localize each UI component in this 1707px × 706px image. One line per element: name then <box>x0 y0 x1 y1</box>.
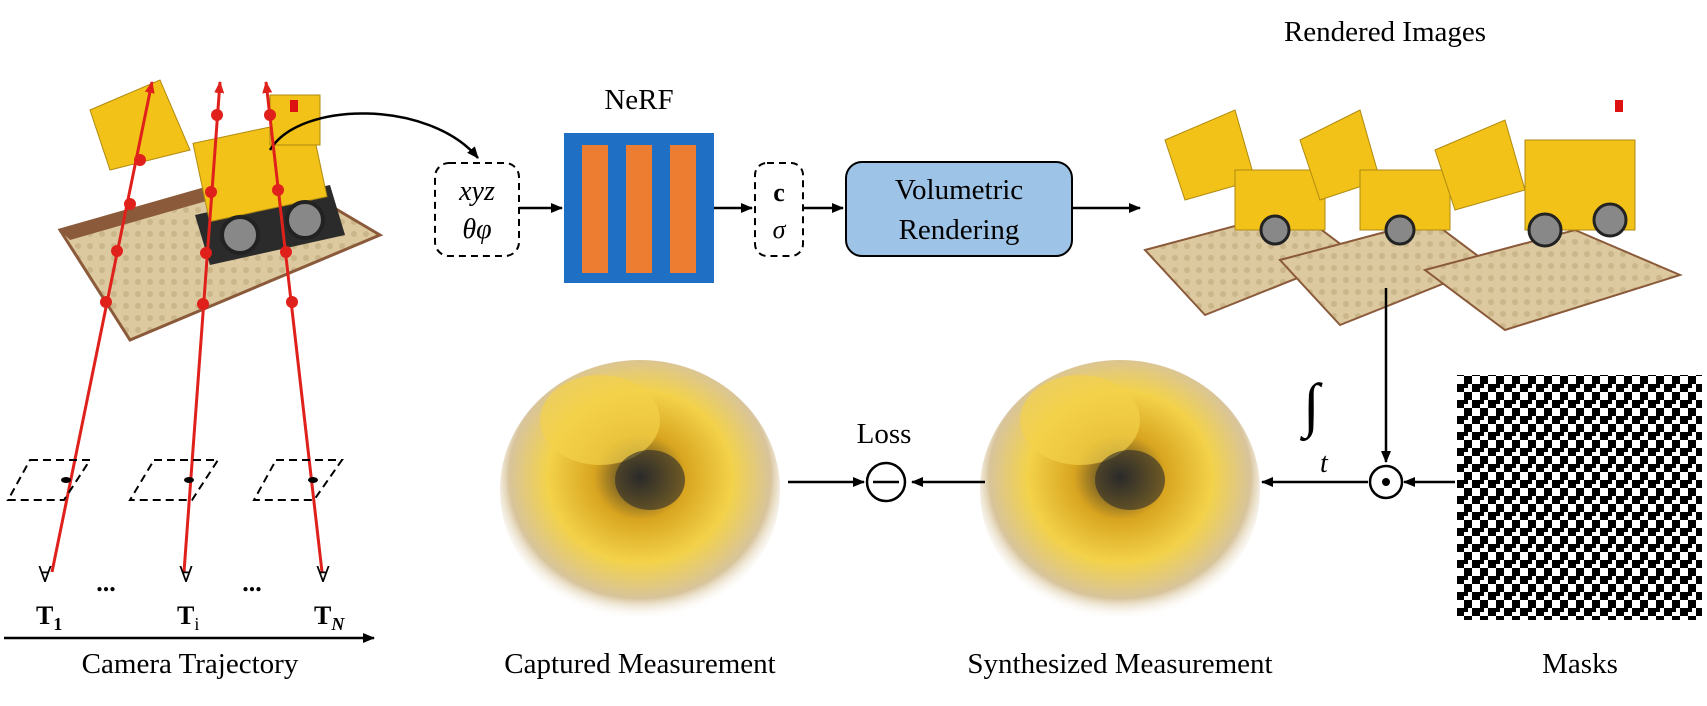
input-coords-label: xyz <box>459 176 495 207</box>
camera-trajectory-label: Camera Trajectory <box>81 648 299 680</box>
pose-tn-label: TN <box>314 601 345 635</box>
color-output-label: c <box>773 178 785 207</box>
integral-subscript: t <box>1320 448 1328 479</box>
loss-label: Loss <box>856 418 912 450</box>
masks-label: Masks <box>1542 648 1618 680</box>
volumetric-rendering-line2: Rendering <box>898 214 1020 246</box>
mask-pattern-image <box>1457 375 1702 620</box>
ellipsis-right: ... <box>242 568 262 597</box>
camera-n-icon: ∀ <box>316 562 330 587</box>
captured-measurement-label: Captured Measurement <box>504 648 776 680</box>
loss-minus-operator <box>865 461 907 503</box>
density-output-label: σ <box>772 215 786 244</box>
camera-i-icon: ∀ <box>179 562 193 587</box>
rendered-images-stack <box>1143 100 1683 332</box>
integral-symbol: ∫ <box>1303 372 1320 438</box>
camera-1-icon: ∀ <box>38 562 52 587</box>
captured-measurement-image <box>500 360 780 620</box>
camera-centers <box>61 477 318 483</box>
synthesized-measurement-label: Synthesized Measurement <box>967 648 1273 680</box>
camera-frame-icon <box>6 459 344 501</box>
input-box <box>434 162 520 257</box>
nerf-label: NeRF <box>604 84 674 116</box>
pose-ti-label: Ti <box>177 601 200 635</box>
synthesized-measurement-image <box>980 360 1260 620</box>
volumetric-rendering-line1: Volumetric <box>894 174 1024 206</box>
output-box <box>754 162 804 257</box>
nerf-network-block <box>564 133 714 283</box>
input-angles-label: θφ <box>462 214 492 245</box>
pose-t1-label: T1 <box>36 601 63 635</box>
hadamard-product-operator <box>1368 464 1404 500</box>
sample-arrow <box>268 112 479 159</box>
ellipsis-left: ... <box>96 568 116 597</box>
rendered-images-label: Rendered Images <box>1283 16 1487 48</box>
camera-rays <box>50 81 324 573</box>
